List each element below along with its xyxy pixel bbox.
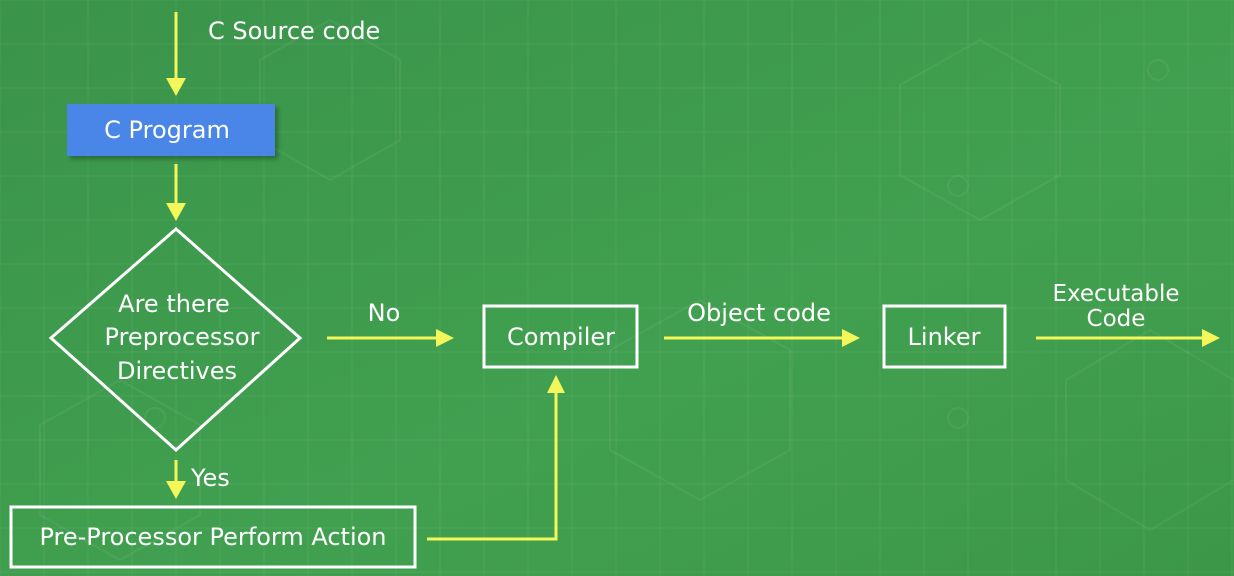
- arrow-program-to-decision: [166, 164, 186, 221]
- arrow-no: [327, 329, 454, 347]
- c-program-label: C Program: [104, 116, 230, 144]
- preprocessor-action-label: Pre-Processor Perform Action: [39, 523, 386, 551]
- decision-diamond: Are there Preprocessor Directives: [48, 227, 303, 453]
- preprocessor-action-box: Pre-Processor Perform Action: [9, 505, 417, 569]
- object-code-label: Object code: [687, 299, 831, 327]
- source-code-label: C Source code: [208, 17, 380, 45]
- c-program-box: C Program: [67, 104, 275, 156]
- arrow-preprocessor-to-compiler: [427, 375, 565, 541]
- arrow-object-code: [664, 329, 860, 347]
- no-label: No: [368, 299, 401, 327]
- executable-line1: Executable: [1052, 281, 1179, 307]
- compiler-label: Compiler: [507, 323, 615, 351]
- yes-label: Yes: [190, 464, 230, 492]
- decision-line1: Are there: [118, 290, 230, 318]
- linker-label: Linker: [908, 323, 981, 351]
- decision-line2: Preprocessor: [105, 323, 260, 351]
- arrow-source-to-program: [166, 12, 186, 96]
- arrow-executable: [1036, 329, 1220, 347]
- executable-line2: Code: [1087, 306, 1146, 332]
- arrow-yes: [166, 460, 186, 499]
- compiler-box: Compiler: [482, 304, 639, 369]
- linker-box: Linker: [882, 304, 1007, 369]
- background-hexagons: [39, 18, 1234, 562]
- decision-line3: Directives: [117, 357, 237, 385]
